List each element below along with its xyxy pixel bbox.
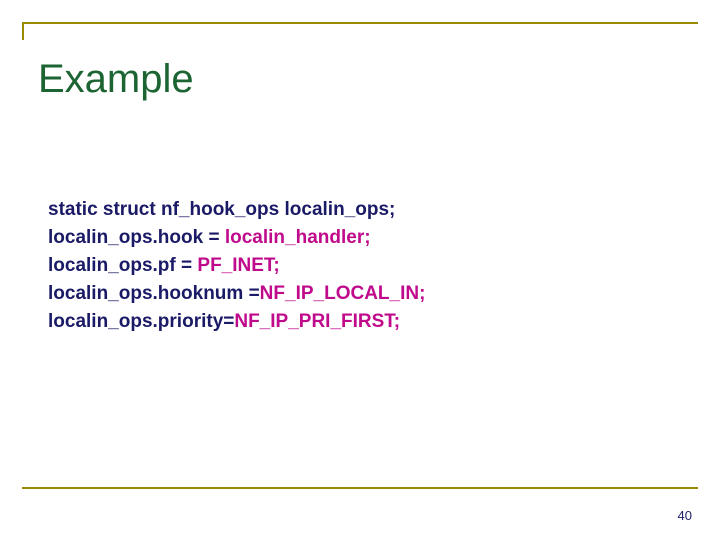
page-title: Example bbox=[38, 56, 194, 101]
code-segment: localin_ops.hook = bbox=[48, 227, 225, 248]
title-corner-tick bbox=[22, 22, 24, 40]
code-line: localin_ops.pf = PF_INET; bbox=[48, 252, 678, 280]
code-segment: static struct nf_hook_ops localin_ops; bbox=[48, 199, 396, 220]
code-block: static struct nf_hook_ops localin_ops;lo… bbox=[48, 196, 678, 336]
page-number: 40 bbox=[677, 508, 692, 523]
code-line: static struct nf_hook_ops localin_ops; bbox=[48, 196, 678, 224]
code-segment: PF_INET; bbox=[197, 255, 280, 276]
code-line: localin_ops.hooknum =NF_IP_LOCAL_IN; bbox=[48, 280, 678, 308]
code-line: localin_ops.priority=NF_IP_PRI_FIRST; bbox=[48, 308, 678, 336]
title-divider bbox=[22, 22, 698, 24]
code-segment: localin_ops.priority= bbox=[48, 311, 235, 332]
code-segment: localin_ops.hooknum = bbox=[48, 283, 260, 304]
footer-divider bbox=[22, 487, 698, 489]
code-segment: NF_IP_LOCAL_IN; bbox=[259, 283, 426, 304]
code-segment: localin_ops.pf = bbox=[48, 255, 198, 276]
code-line: localin_ops.hook = localin_handler; bbox=[48, 224, 678, 252]
code-segment: localin_handler; bbox=[224, 227, 371, 248]
code-segment: NF_IP_PRI_FIRST; bbox=[234, 311, 401, 332]
